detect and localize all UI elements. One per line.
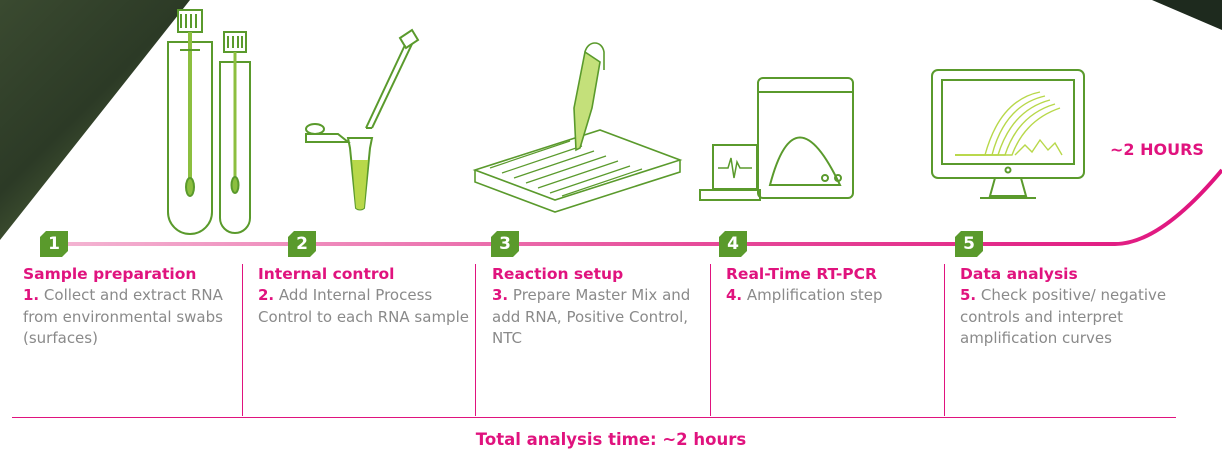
step-reaction-setup: Reaction setup 3. Prepare Master Mix and…	[481, 264, 711, 416]
step-description: 4. Amplification step	[726, 285, 940, 307]
swab-tubes-icon	[167, 9, 251, 235]
step-badge-1: 1	[40, 231, 68, 257]
time-label: ~2 HOURS	[1110, 140, 1204, 159]
step-number: 1.	[23, 286, 40, 304]
pcr-machine-icon	[699, 77, 854, 201]
step-description: 2. Add Internal Process Control to each …	[258, 285, 471, 328]
step-text: Check positive/ negative controls and in…	[960, 286, 1167, 347]
step-badge-4: 4	[719, 231, 747, 257]
step-badge-3: 3	[491, 231, 519, 257]
monitor-curves-icon	[931, 69, 1085, 199]
step-description: 3. Prepare Master Mix and add RNA, Posit…	[492, 285, 706, 350]
step-number: 4.	[726, 286, 743, 304]
step-title: Real-Time RT-PCR	[726, 265, 877, 283]
bottom-divider	[12, 417, 1176, 418]
step-number: 3.	[492, 286, 509, 304]
step-text: Amplification step	[746, 286, 883, 304]
step-text: Collect and extract RNA from environment…	[23, 286, 223, 347]
step-title: Reaction setup	[492, 265, 624, 283]
step-number: 5.	[960, 286, 977, 304]
timeline-line	[40, 168, 1222, 246]
total-analysis-time: Total analysis time: ~2 hours	[475, 430, 747, 449]
step-text: Prepare Master Mix and add RNA, Positive…	[492, 286, 691, 347]
step-title: Sample preparation	[23, 265, 197, 283]
step-data-analysis: Data analysis 5. Check positive/ negativ…	[949, 264, 1179, 416]
step-text: Add Internal Process Control to each RNA…	[258, 286, 469, 326]
pipette-tube-icon	[305, 28, 420, 211]
step-description: 1. Collect and extract RNA from environm…	[23, 285, 238, 350]
step-sample-preparation: Sample preparation 1. Collect and extrac…	[12, 264, 243, 416]
step-title: Data analysis	[960, 265, 1078, 283]
step-badge-5: 5	[955, 231, 983, 257]
step-real-time-rt-pcr: Real-Time RT-PCR 4. Amplification step	[715, 264, 945, 416]
well-plate-pipette-icon	[472, 42, 683, 213]
step-badge-2: 2	[288, 231, 316, 257]
step-number: 2.	[258, 286, 275, 304]
step-internal-control: Internal control 2. Add Internal Process…	[247, 264, 476, 416]
step-description: 5. Check positive/ negative controls and…	[960, 285, 1175, 350]
step-title: Internal control	[258, 265, 395, 283]
